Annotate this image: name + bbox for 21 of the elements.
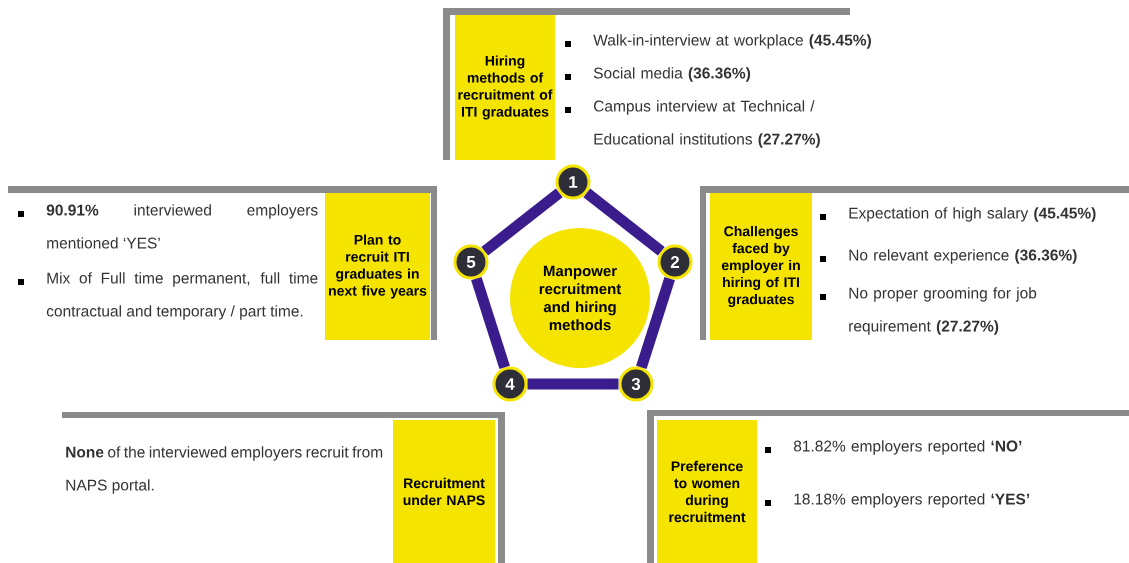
bullet-item: No relevant experience (36.36%) bbox=[820, 249, 1077, 264]
bullet-item: 90.91% interviewed employers mentioned ‘YES’ bbox=[18, 204, 318, 249]
bullet-item: Social media (36.36%) bbox=[565, 67, 751, 82]
bullet-item: Campus interview at Technical / Educational institutions (27.27%) bbox=[565, 100, 820, 148]
connector-band bbox=[481, 188, 563, 256]
topic-box: Preference to women during recruitment bbox=[657, 420, 757, 563]
bullet-item: Walk-in-interview at workplace (45.45%) bbox=[565, 34, 871, 49]
connector-band bbox=[583, 188, 665, 256]
bullet-item: No proper grooming for job requirement (27.27%) bbox=[820, 287, 1037, 335]
bullet-item: None of the interviewed employers recruit from NAPS portal. bbox=[66, 446, 383, 494]
topic-box: Hiring methods of recruitment of ITI graduates bbox=[455, 15, 555, 160]
topic-box: Recruitment under NAPS bbox=[393, 420, 495, 563]
topic-box: Plan to recruit ITI graduates in next five years bbox=[325, 193, 430, 340]
bullet-item: Mix of Full time permanent, full time contractual and temporary / part time. bbox=[18, 272, 318, 320]
bullet-item: 18.18% employers reported ‘YES’ bbox=[765, 493, 1030, 508]
connector-band bbox=[471, 277, 510, 370]
connector-band bbox=[527, 378, 619, 390]
topic-box: Challenges faced by employer in hiring of ITI graduates bbox=[710, 193, 812, 340]
connector-band bbox=[636, 277, 675, 369]
bullet-item: 81.82% employers reported ‘NO’ bbox=[765, 440, 1022, 455]
bullet-item: Expectation of high salary (45.45%) bbox=[820, 207, 1096, 222]
